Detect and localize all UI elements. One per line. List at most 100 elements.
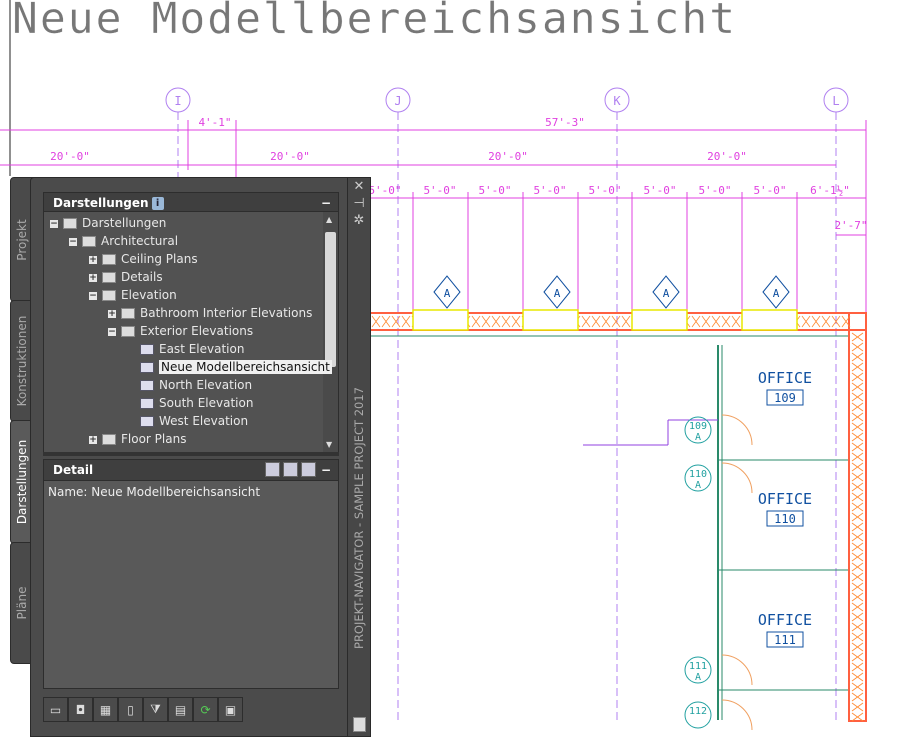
door-tag (684, 701, 712, 729)
folder-open-icon (102, 290, 116, 301)
views-tree: ▲ ▼ −Darstellungen−Architectural+Ceiling… (43, 211, 339, 453)
folder-icon (102, 254, 116, 265)
tree-item-label: Elevation (121, 288, 177, 302)
tree-item[interactable]: + Bathroom Interior Elevations (108, 304, 312, 322)
window-tag-label: A (554, 287, 561, 300)
view-icon (140, 398, 154, 409)
collapse-detail-button[interactable]: − (320, 463, 331, 477)
grid-label: L (832, 94, 839, 108)
view-icon (140, 380, 154, 391)
door-number: 110 (689, 469, 707, 480)
grid-label: I (174, 94, 181, 108)
locked-button[interactable]: ▣ (218, 697, 243, 722)
scroll-thumb[interactable] (325, 232, 336, 367)
gear-icon[interactable]: ✲ (353, 213, 365, 228)
preview-icon[interactable] (301, 462, 316, 477)
expand-icon[interactable]: + (89, 434, 97, 445)
window (412, 309, 469, 331)
exterior-wall (848, 312, 867, 722)
scroll-down-icon[interactable]: ▼ (326, 440, 333, 449)
list-icon[interactable] (283, 462, 298, 477)
dimension-text: 5'-0" (588, 184, 621, 197)
dimension-text: 5'-0" (643, 184, 676, 197)
splitter[interactable] (43, 452, 339, 456)
tree-item[interactable]: −Darstellungen (50, 214, 166, 232)
collapse-icon[interactable]: − (69, 236, 77, 247)
tree-item[interactable]: East Elevation (140, 340, 244, 358)
tree-item-label: Neue Modellbereichsansicht (159, 360, 332, 374)
drawing-title: Neue Modellbereichsansicht (12, 0, 738, 44)
category-locked-icon (121, 326, 135, 337)
door-sub: A (695, 432, 701, 443)
dimension-text: 4'-1" (198, 116, 231, 129)
close-view-button[interactable]: ▯ (118, 697, 143, 722)
autohide-icon[interactable]: ⊣ (353, 196, 365, 211)
tree-item-label: Ceiling Plans (121, 252, 198, 266)
dimension-text: 5'-0" (753, 184, 786, 197)
tree-item[interactable]: North Elevation (140, 376, 252, 394)
tree-item[interactable]: − Architectural (69, 232, 178, 250)
tree-item[interactable]: + Details (89, 268, 163, 286)
tree-item-label: Architectural (101, 234, 179, 248)
tree-item[interactable]: − Exterior Elevations (108, 322, 253, 340)
tree-item-label: Floor Plans (121, 432, 187, 446)
dimension-text: 5'-0" (368, 184, 401, 197)
dimension-text: 20'-0" (707, 150, 747, 163)
expand-icon[interactable]: + (89, 254, 97, 265)
dimension-text: 2'-7" (834, 219, 867, 232)
window (631, 309, 688, 331)
door-tag (684, 464, 712, 492)
collapse-icon[interactable]: − (50, 218, 58, 229)
collapse-icon[interactable]: − (89, 290, 97, 301)
tree-item-label: Exterior Elevations (140, 324, 254, 338)
layout-button[interactable]: ▤ (168, 697, 193, 722)
grid-label: J (394, 94, 401, 108)
window-tag (652, 275, 680, 309)
scroll-up-icon[interactable]: ▲ (326, 215, 333, 224)
schedule-icon[interactable] (265, 462, 280, 477)
tree-item[interactable]: West Elevation (140, 412, 248, 430)
filter-button[interactable]: ⧩ (143, 697, 168, 722)
door-tag (684, 416, 712, 444)
expand-icon[interactable]: + (89, 272, 97, 283)
tree-item-label: East Elevation (159, 342, 245, 356)
tree-scrollbar[interactable]: ▲ ▼ (323, 212, 338, 452)
tree-item-label: North Elevation (159, 378, 253, 392)
tree-item[interactable]: + Floor Plans (89, 430, 186, 448)
properties-icon[interactable] (353, 717, 366, 732)
tree-item[interactable]: + Ceiling Plans (89, 250, 198, 268)
palette-titlebar: ✕ ⊣ ✲ PROJEKT-NAVIGATOR - SAMPLE PROJECT… (347, 177, 371, 737)
expand-icon[interactable]: + (108, 308, 116, 319)
new-category-button[interactable]: ▭ (43, 697, 68, 722)
door-sub: A (695, 480, 701, 491)
tree-item-label: Details (121, 270, 163, 284)
properties-button[interactable]: ▦ (93, 697, 118, 722)
dimension-text: 20'-0" (50, 150, 90, 163)
folder-open-icon (63, 218, 77, 229)
tree-item[interactable]: − Elevation (89, 286, 177, 304)
palette-title: PROJEKT-NAVIGATOR - SAMPLE PROJECT 2017 (352, 387, 366, 649)
view-icon (140, 362, 154, 373)
navigator-toolbar: ▭◘▦▯⧩▤⟳▣ (43, 697, 243, 722)
refresh-button[interactable]: ⟳ (193, 697, 218, 722)
dimension-text: 5'-0" (533, 184, 566, 197)
dimension-text: 20'-0" (488, 150, 528, 163)
dimension-text: 57'-3" (545, 116, 585, 129)
close-icon[interactable]: ✕ (353, 179, 365, 194)
door-number: 109 (689, 421, 707, 432)
grid-label: K (613, 94, 621, 108)
tree-item[interactable]: South Elevation (140, 394, 253, 412)
window-tag-label: A (773, 287, 780, 300)
window-tag (433, 275, 461, 309)
collapse-icon[interactable]: − (108, 326, 116, 337)
new-view-button[interactable]: ◘ (68, 697, 93, 722)
window-tag-label: A (444, 287, 451, 300)
info-icon[interactable]: i (151, 197, 164, 210)
tree-item-label: Bathroom Interior Elevations (140, 306, 313, 320)
room-number: 111 (774, 633, 796, 647)
tree-item[interactable]: Neue Modellbereichsansicht (140, 358, 332, 376)
room-number: 109 (774, 391, 796, 405)
collapse-views-button[interactable]: − (320, 196, 331, 210)
dimension-text: 5'-0" (423, 184, 456, 197)
